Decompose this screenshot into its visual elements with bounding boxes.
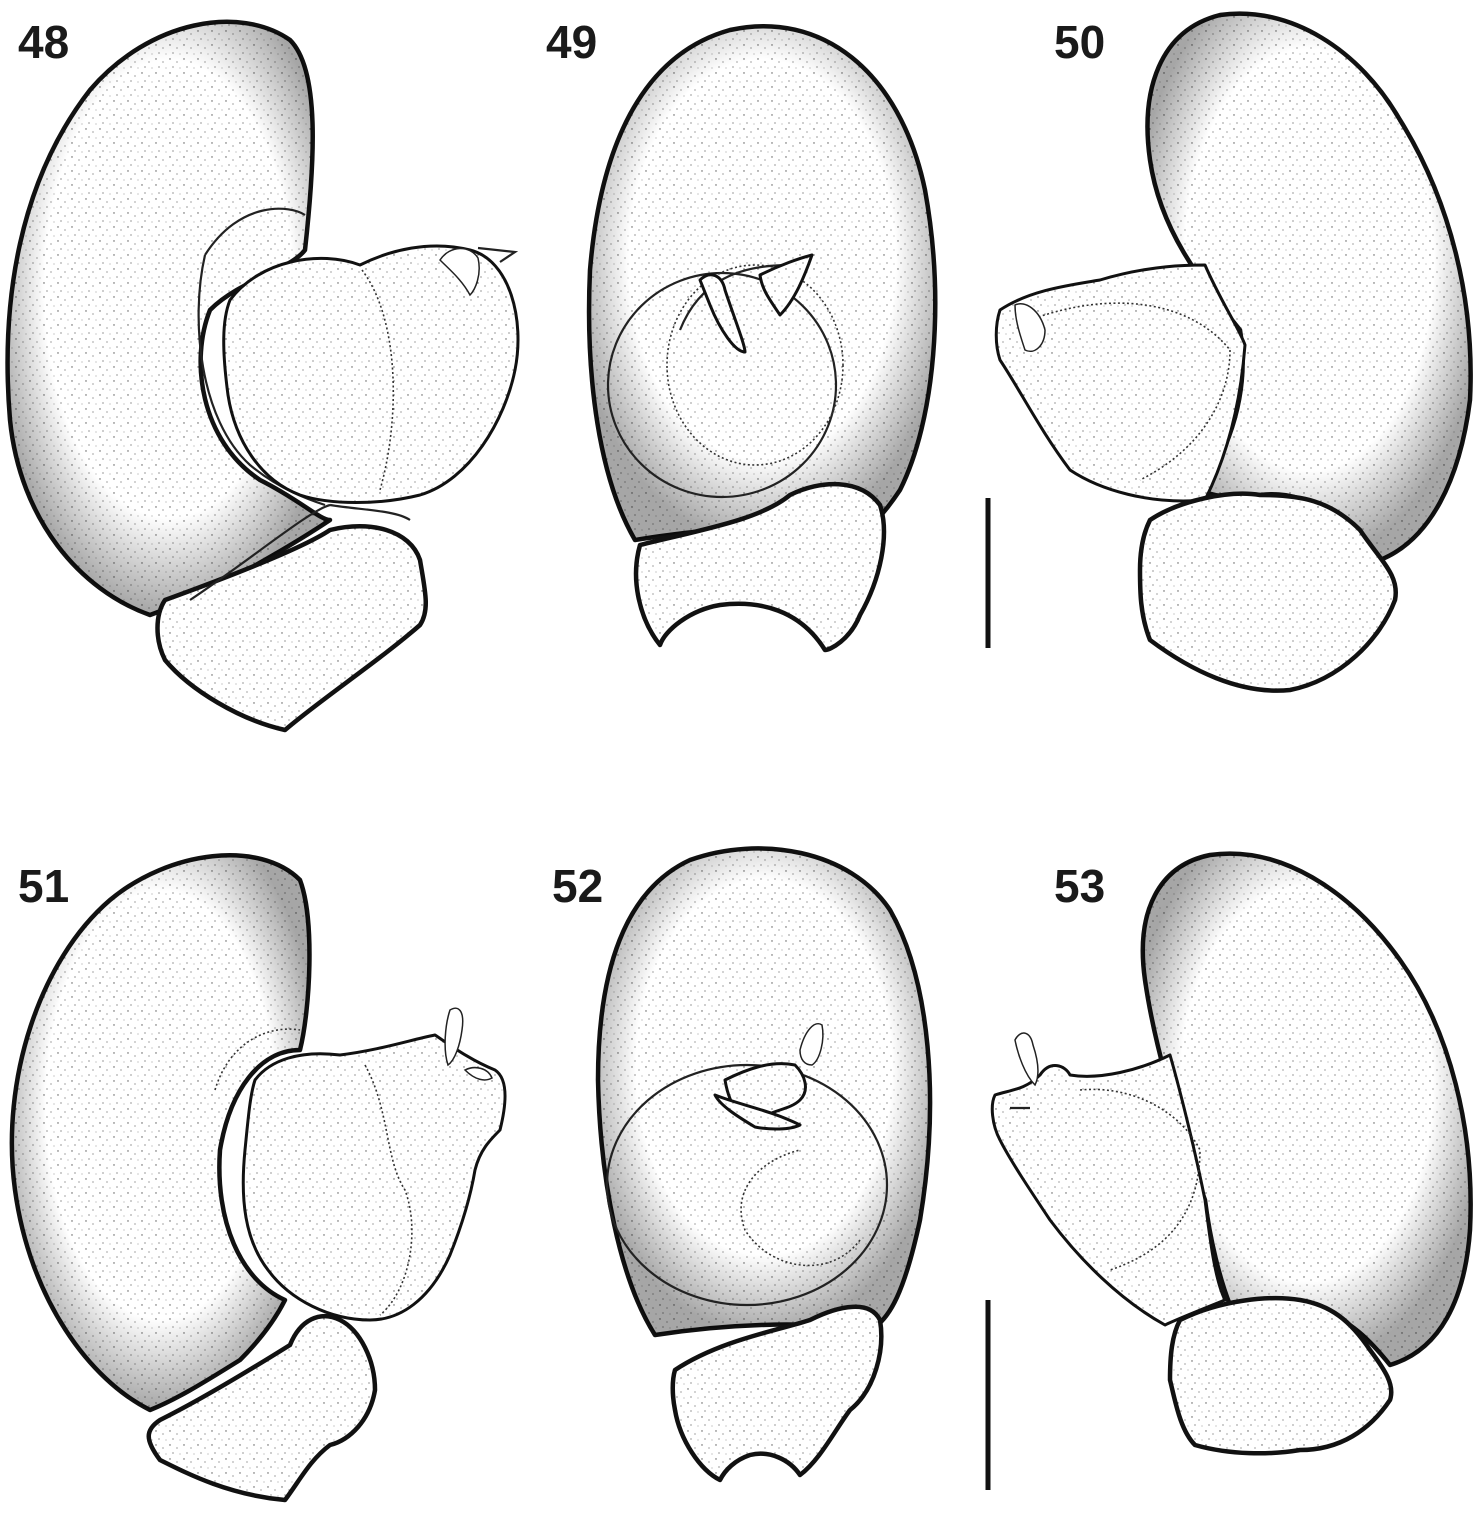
fig-52-palp-drawing (595, 846, 933, 1483)
fig-51-label: 51 (18, 860, 69, 912)
fig-49-palp-drawing (586, 24, 938, 653)
fig-50-label: 50 (1054, 16, 1105, 68)
fig-51-palp-drawing (9, 853, 507, 1503)
fig-52-label: 52 (552, 860, 603, 912)
fig-49-label: 49 (546, 16, 597, 68)
fig-48-label: 48 (18, 16, 69, 68)
fig-53-label: 53 (1054, 860, 1105, 912)
fig-53-palp-drawing (990, 851, 1473, 1456)
fig-50-palp-drawing (994, 11, 1473, 693)
fig-48-palp-drawing (5, 19, 520, 733)
